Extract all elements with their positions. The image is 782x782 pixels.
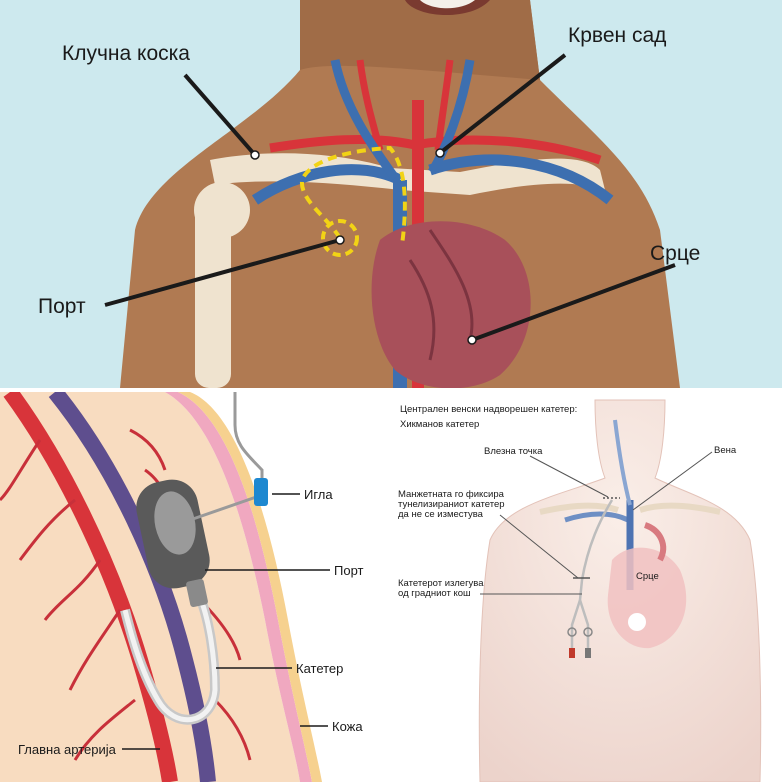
bottom-right-panel: Централен венски надворешен катетер: Хик… [394,392,782,782]
heart-leader [471,263,676,342]
artery-red-neck-2 [434,59,454,151]
br-clamp-2 [583,627,593,637]
br-heart-label: Срце [636,571,659,582]
shoulder-joint [194,182,250,238]
port-leader [104,238,341,307]
catheter-path-dashed [299,145,407,246]
tissue-skin-outer [178,392,322,782]
catheter-label: Катетер [296,661,343,676]
clavicle-label: Клучна коска [62,42,190,65]
br-entry-leader [529,455,609,498]
br-vein-leader [632,451,713,511]
port-ring [321,219,359,257]
needle-line [189,392,264,522]
vein-blue-neck [330,59,399,181]
br-clamp-1 [567,627,577,637]
needle-label: Игла [304,487,333,502]
skin-label: Кожа [332,719,363,734]
vein-blue-right [428,154,614,205]
blood-vessel-label: Крвен сад [568,24,666,47]
br-subtitle: Хикманов катетер [400,419,479,430]
heart-organ [371,221,531,388]
br-exit-label-2: од градниот кош [398,588,471,599]
catheter-connector [186,578,208,608]
br-clavicle-left [539,502,619,515]
br-catheter-branch-1 [570,599,582,650]
br-catheter-branch-2 [578,599,590,650]
vein-blue-left [251,164,403,205]
br-title: Централен венски надворешен катетер: [400,404,577,415]
clavicle-leader [183,73,257,157]
br-cap-red [569,648,575,658]
top-panel: Клучна коска Крвен сад Порт Срце [0,0,782,388]
br-cuff-leader [499,514,579,579]
clavicle-dot [250,150,260,160]
br-cap-gray [585,648,591,658]
tissue-skin-pink [165,392,312,782]
bl-port-label: Порт [334,563,364,578]
catheter-tube-inner [122,591,218,723]
port-septum [154,491,196,555]
panel-divider-vertical [390,392,394,782]
heart-dot [467,335,477,345]
humerus-bone [195,200,231,388]
needle-hub [254,478,268,506]
small-vessels [0,428,252,761]
blood-vessel-leader [438,53,567,155]
br-cuff-label-2: тунелизираниот катетер [398,499,505,510]
main-vein [48,392,216,782]
port-dot [335,235,345,245]
br-exit-label-1: Катетерот излегува [398,578,484,589]
bottom-left-panel: Игла Порт Катетер Кожа Главна артерија [0,392,390,782]
br-aorta [643,522,667,562]
teeth [420,0,475,9]
heart-label: Срце [650,242,700,265]
br-port-dot [628,613,646,631]
port-label: Порт [38,295,86,318]
panel-divider [0,388,782,392]
br-entry-label: Влезна точка [484,446,543,457]
br-vein-left [564,511,630,523]
br-clavicle-right [639,502,721,515]
blood-vessel-dot [435,148,445,158]
br-cuff-label-3: да не се изместува [398,509,484,520]
heart-vessels [408,229,474,361]
main-artery-label: Главна артерија [18,742,117,757]
br-vein-label: Вена [714,445,737,456]
artery-red-neck [356,59,384,151]
br-vein-neck [613,419,632,506]
vein-blue-neck-2 [428,59,475,175]
br-cuff-label-1: Манжетната го фиксира [398,489,505,500]
br-heart [607,547,687,649]
